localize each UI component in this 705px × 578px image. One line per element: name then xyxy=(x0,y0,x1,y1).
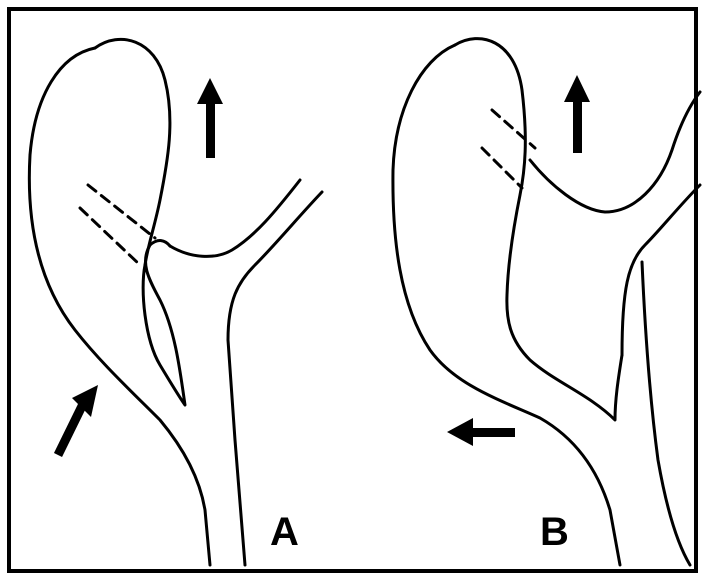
arrow-up-icon xyxy=(564,75,590,153)
arrow-left-icon xyxy=(447,418,515,446)
arrow-diagonal-up-right-icon xyxy=(58,385,98,455)
figure-frame xyxy=(9,9,696,571)
panel-b-upper-duct-lower-wall xyxy=(530,92,700,212)
panel-a-inner-loop xyxy=(143,241,185,405)
panel-a-dashed-line-2 xyxy=(80,208,140,265)
panel-b-sac-top xyxy=(455,39,622,420)
panel-b-dashed-line-1 xyxy=(492,110,535,148)
panel-a-dashed-line-1 xyxy=(88,185,155,238)
panel-b-common-duct-wall xyxy=(642,262,690,565)
panel-b-label: B xyxy=(540,510,569,554)
panel-b xyxy=(393,39,700,565)
panel-b-upper-duct-upper-wall xyxy=(622,185,700,355)
panel-a-sac-outline xyxy=(29,48,210,565)
panel-a-label: A xyxy=(270,510,299,554)
arrow-up-icon xyxy=(197,78,223,158)
panel-b-dashed-line-2 xyxy=(482,148,522,188)
panel-a xyxy=(29,39,322,565)
panel-a-upper-duct-lower-wall xyxy=(170,180,300,256)
